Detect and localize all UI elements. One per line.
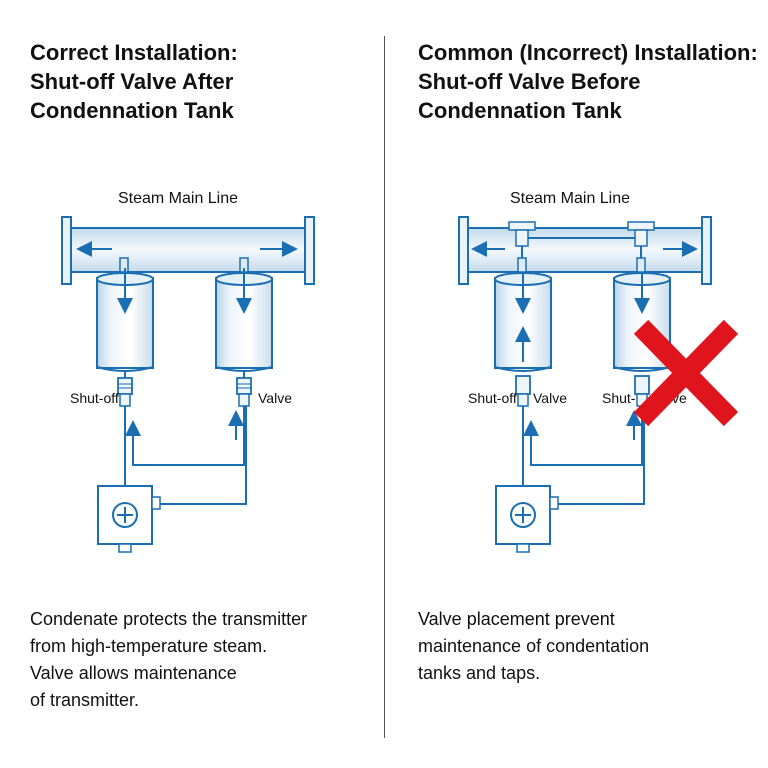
- left-shutoff-valve: [117, 370, 133, 407]
- right-transmitter: [495, 485, 559, 553]
- right-caption-line-2: maintenance of condentation: [418, 636, 650, 656]
- right-caption-line-1: Valve placement prevent: [418, 609, 615, 629]
- right-steam-label: Steam Main Line: [510, 190, 630, 207]
- panel-divider: [384, 36, 385, 738]
- right-top-valves: [508, 221, 655, 273]
- left-valve: [236, 370, 252, 407]
- left-steam-pipe: [61, 216, 315, 285]
- right-label-shutoff-1: Shut-off: [468, 390, 517, 406]
- right-title-line-1: Common (Incorrect) Installation:: [418, 40, 758, 65]
- left-title: Correct Installation: Shut-off Valve Aft…: [30, 38, 238, 125]
- right-label-valve-1: Valve: [533, 390, 567, 406]
- left-label-valve: Valve: [258, 390, 292, 406]
- left-condensation-tank-1: [96, 268, 154, 372]
- right-steam-pipe: [458, 216, 712, 285]
- left-title-line-3: Condennation Tank: [30, 98, 234, 123]
- right-title: Common (Incorrect) Installation: Shut-of…: [418, 38, 758, 125]
- right-title-line-2: Shut-off Valve Before: [418, 69, 641, 94]
- left-transmitter: [97, 485, 161, 553]
- right-bottom-fittings: [515, 375, 650, 407]
- left-diagram: Steam Main Line: [61, 190, 315, 553]
- left-steam-label: Steam Main Line: [118, 190, 238, 207]
- left-condensation-tank-2: [215, 268, 273, 372]
- right-diagram: Steam Main Line: [458, 190, 739, 553]
- left-title-line-1: Correct Installation:: [30, 40, 238, 65]
- right-caption-line-3: tanks and taps.: [418, 663, 541, 683]
- left-caption-line-3: Valve allows maintenance: [30, 663, 237, 683]
- right-condensation-tank-1: [494, 272, 552, 372]
- right-label-shutoff-2: Shut-: [602, 390, 636, 406]
- left-title-line-2: Shut-off Valve After: [30, 69, 234, 94]
- left-caption-line-4: of transmitter.: [30, 690, 140, 710]
- right-caption: Valve placement prevent maintenance of c…: [418, 606, 649, 687]
- right-title-line-3: Condennation Tank: [418, 98, 622, 123]
- left-caption-line-1: Condenate protects the transmitter: [30, 609, 308, 629]
- left-caption-line-2: from high-temperature steam.: [30, 636, 268, 656]
- left-label-shutoff: Shut-off: [70, 390, 119, 406]
- incorrect-x-icon: [633, 319, 739, 427]
- left-caption: Condenate protects the transmitter from …: [30, 606, 307, 714]
